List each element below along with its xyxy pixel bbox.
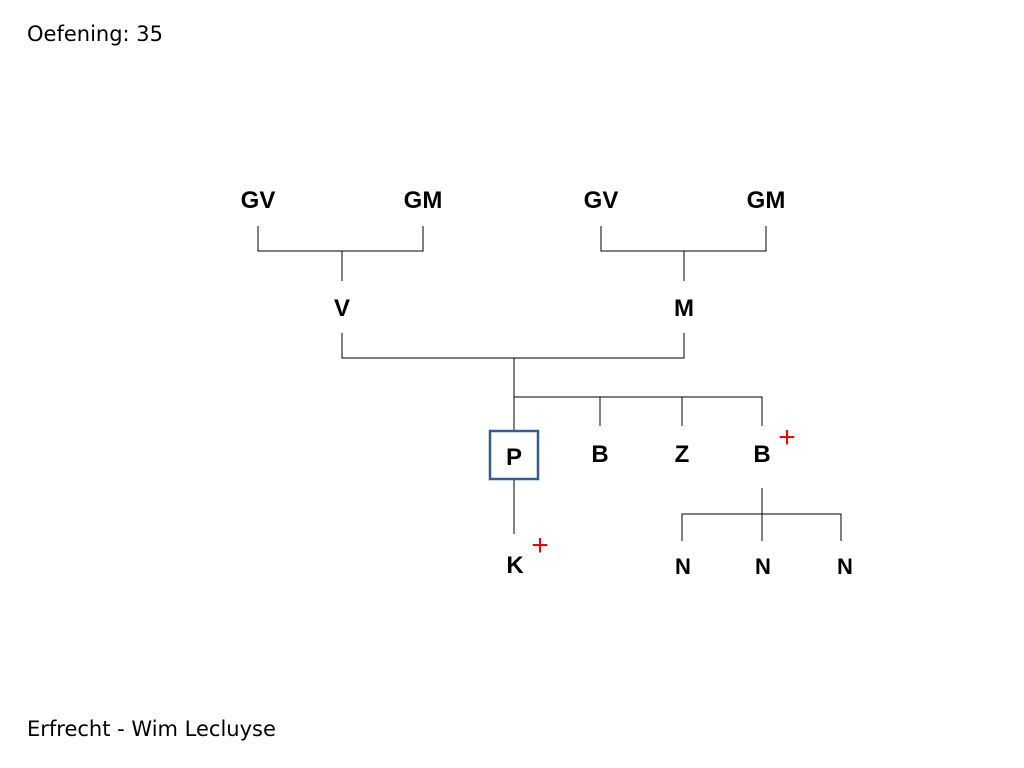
sibling-deceased-brother-label: B <box>753 441 770 468</box>
connector-paternal-grandparents <box>257 226 424 281</box>
maternal-grandfather-label: GV <box>584 187 619 214</box>
paternal-grandmother-label: GM <box>404 187 443 214</box>
child-label: K <box>506 552 524 579</box>
connector-parents <box>341 333 685 430</box>
father-label: V <box>334 295 350 322</box>
deceased-brother-mark: + <box>778 421 796 454</box>
connector-nephews <box>681 488 842 541</box>
paternal-grandfather-label: GV <box>241 187 276 214</box>
nephew-label-3: N <box>837 554 853 579</box>
connector-siblings <box>514 396 763 426</box>
slide-title: Oefening: 35 <box>27 22 164 46</box>
subject-highlight-box <box>488 429 540 481</box>
subject-label: P <box>506 444 522 471</box>
nephew-label-1: N <box>675 554 691 579</box>
tree-connectors <box>257 226 842 541</box>
sibling-sister-label: Z <box>675 441 690 468</box>
mother-label: M <box>674 295 694 322</box>
connector-maternal-grandparents <box>600 226 767 281</box>
maternal-grandmother-label: GM <box>747 187 786 214</box>
sibling-brother-label: B <box>591 441 608 468</box>
deceased-child-mark: + <box>531 529 549 562</box>
slide-footer: Erfrecht - Wim Lecluyse <box>27 717 276 741</box>
nephew-label-2: N <box>755 554 771 579</box>
